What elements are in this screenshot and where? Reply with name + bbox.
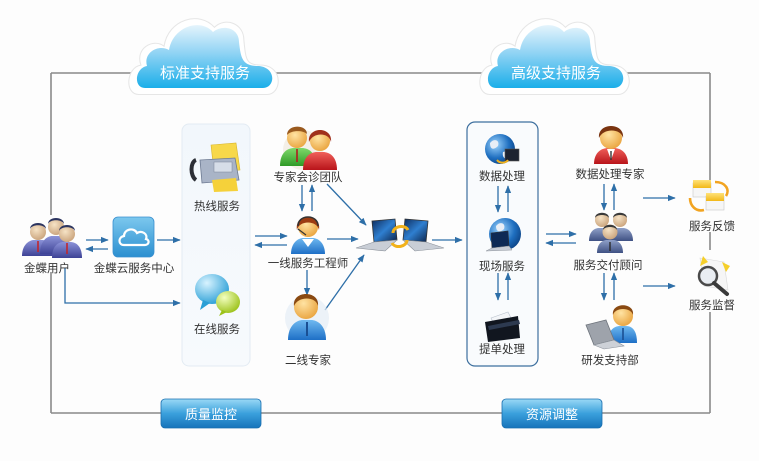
node-service-supervision[interactable]: 服务监督 <box>689 256 735 312</box>
delivery-consultant-label: 服务交付顾问 <box>574 258 643 272</box>
arrow-users-to-online <box>64 268 181 307</box>
outer-frame <box>50 72 711 414</box>
hotline-service-label: 热线服务 <box>194 199 240 213</box>
quality-monitoring-button[interactable]: 质量监控 <box>160 398 262 429</box>
button-bg <box>160 398 262 429</box>
folder-icon <box>485 311 520 342</box>
arrow-team-to-sync <box>326 183 367 226</box>
expert-pair-icon <box>280 126 337 170</box>
quality-monitoring-label: 质量监控 <box>185 408 237 423</box>
laptop-sync-icon <box>355 218 445 252</box>
advanced-support-cloud[interactable]: 高级支持服务 <box>479 18 630 96</box>
cloud-shape <box>136 25 273 88</box>
resource-adjustment-button[interactable]: 资源调整 <box>501 398 603 429</box>
standard-support-label: 标准支持服务 <box>160 64 250 82</box>
red-expert-icon <box>594 126 628 164</box>
service-supervision-label: 服务监督 <box>689 298 735 312</box>
node-kingdee-users[interactable]: 金蝶用户 <box>22 218 82 275</box>
expert-team-label: 专家会诊团队 <box>274 170 343 184</box>
headset-agent-icon <box>291 216 325 254</box>
node-laptop-sync[interactable] <box>355 218 445 252</box>
rnd-support-label: 研发支持部 <box>581 353 639 367</box>
node-delivery-consultant[interactable]: 服务交付顾问 <box>574 212 643 272</box>
button-bg <box>501 398 603 429</box>
expert-icon <box>285 294 329 340</box>
globe-icon <box>485 134 520 164</box>
standard-support-cloud[interactable]: 标准支持服务 <box>128 18 279 96</box>
cloud-shape <box>487 25 624 88</box>
second-line-expert-label: 二线专家 <box>285 353 331 367</box>
ticket-processing-label: 提单处理 <box>479 342 525 356</box>
node-service-feedback[interactable]: 服务反馈 <box>688 180 735 233</box>
online-service-label: 在线服务 <box>194 322 240 336</box>
resource-adjustment-label: 资源调整 <box>526 408 578 423</box>
developer-icon <box>585 305 637 350</box>
node-data-processing[interactable]: 数据处理 <box>479 134 525 183</box>
node-onsite-service[interactable]: 现场服务 <box>479 218 525 273</box>
kingdee-cloud-center-label: 金蝶云服务中心 <box>94 261 175 275</box>
frontline-engineer-label: 一线服务工程师 <box>268 256 349 270</box>
node-rnd-support[interactable]: 研发支持部 <box>581 305 639 367</box>
node-frontline-engineer[interactable]: 一线服务工程师 <box>268 216 349 271</box>
node-data-processing-expert[interactable]: 数据处理专家 <box>576 126 645 181</box>
cloud-icon <box>112 216 155 258</box>
connectors <box>64 183 676 311</box>
data-processing-label: 数据处理 <box>479 169 525 183</box>
consultant-group-icon <box>589 212 633 253</box>
fax-icon <box>189 142 241 192</box>
node-kingdee-cloud-center[interactable]: 金蝶云服务中心 <box>94 216 175 275</box>
chat-bubble-icon <box>195 274 240 316</box>
kingdee-users-label: 金蝶用户 <box>24 261 70 275</box>
mail-exchange-icon <box>688 180 729 212</box>
onsite-service-label: 现场服务 <box>479 259 525 273</box>
globe-laptop-icon <box>485 218 521 252</box>
node-expert-consultation-team[interactable]: 专家会诊团队 <box>274 126 343 184</box>
node-second-line-expert[interactable]: 二线专家 <box>285 294 331 367</box>
node-online-service[interactable]: 在线服务 <box>194 274 240 336</box>
service-feedback-label: 服务反馈 <box>689 219 735 233</box>
data-expert-label: 数据处理专家 <box>576 167 645 181</box>
node-ticket-processing[interactable]: 提单处理 <box>479 311 525 356</box>
arrow-second-to-sync <box>324 254 365 311</box>
advanced-support-label: 高级支持服务 <box>511 64 601 82</box>
node-hotline-service[interactable]: 热线服务 <box>189 142 241 213</box>
user-group-icon <box>22 218 82 258</box>
magnifier-icon <box>697 256 730 296</box>
